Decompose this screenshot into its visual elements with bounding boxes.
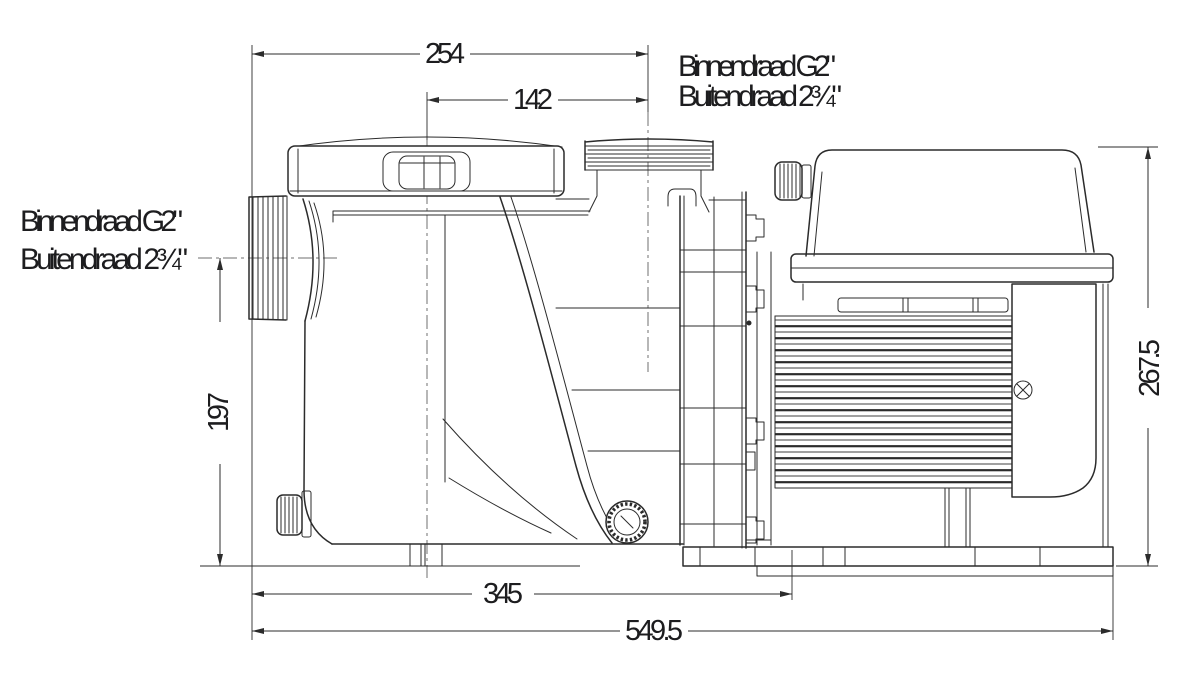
dimension-267-5: 267.5: [1134, 147, 1166, 566]
cable-gland: [774, 161, 812, 201]
discharge-label-line1: Binnendraad G2": [678, 50, 836, 83]
dimension-142-value: 142: [513, 84, 553, 116]
dimension-549-5: 549.5: [252, 615, 1113, 647]
dimension-197-value: 197: [203, 392, 235, 432]
dimension-549-5-value: 549.5: [625, 615, 683, 647]
end-cap-screw: [1013, 380, 1033, 400]
dimension-197: 197: [203, 258, 235, 566]
inlet-port-label: Binnendraad G2" Buitendraad 2¾": [20, 205, 188, 276]
dimension-254-value: 254: [425, 38, 465, 70]
dimension-annotations: 254 142 197 267.5 345: [200, 38, 1166, 647]
motor-fins: [774, 283, 1013, 489]
motor-base: [682, 487, 1114, 577]
strainer-lid: [287, 136, 565, 197]
dimension-267-5-value: 267.5: [1134, 339, 1166, 397]
dimension-254: 254: [252, 38, 648, 70]
dimension-345: 345: [252, 578, 792, 610]
lid-knob: [382, 151, 471, 192]
dimension-345-value: 345: [483, 578, 523, 610]
pump-body: [248, 136, 1114, 577]
inlet-label-line2: Buitendraad 2¾": [20, 243, 188, 276]
discharge-port-label: Binnendraad G2" Buitendraad 2¾": [678, 50, 842, 113]
discharge-label-line2: Buitendraad 2¾": [678, 80, 842, 113]
discharge-port-threads: [555, 138, 747, 213]
electrical-box: [774, 149, 1114, 283]
port-labels: Binnendraad G2" Buitendraad 2¾" Binnendr…: [20, 50, 842, 276]
motor-adapter: [745, 251, 772, 546]
tank-drain-plug: [276, 490, 312, 538]
dimension-142: 142: [427, 84, 648, 116]
front-drain-plug: [605, 500, 649, 544]
inlet-label-line1: Binnendraad G2": [20, 205, 183, 238]
clamp-band: [667, 188, 765, 549]
clamp-bolts: [745, 214, 765, 544]
motor-end-cap: [1011, 283, 1109, 548]
inlet-port-threads: [248, 195, 288, 321]
strainer-tank: [302, 196, 684, 567]
